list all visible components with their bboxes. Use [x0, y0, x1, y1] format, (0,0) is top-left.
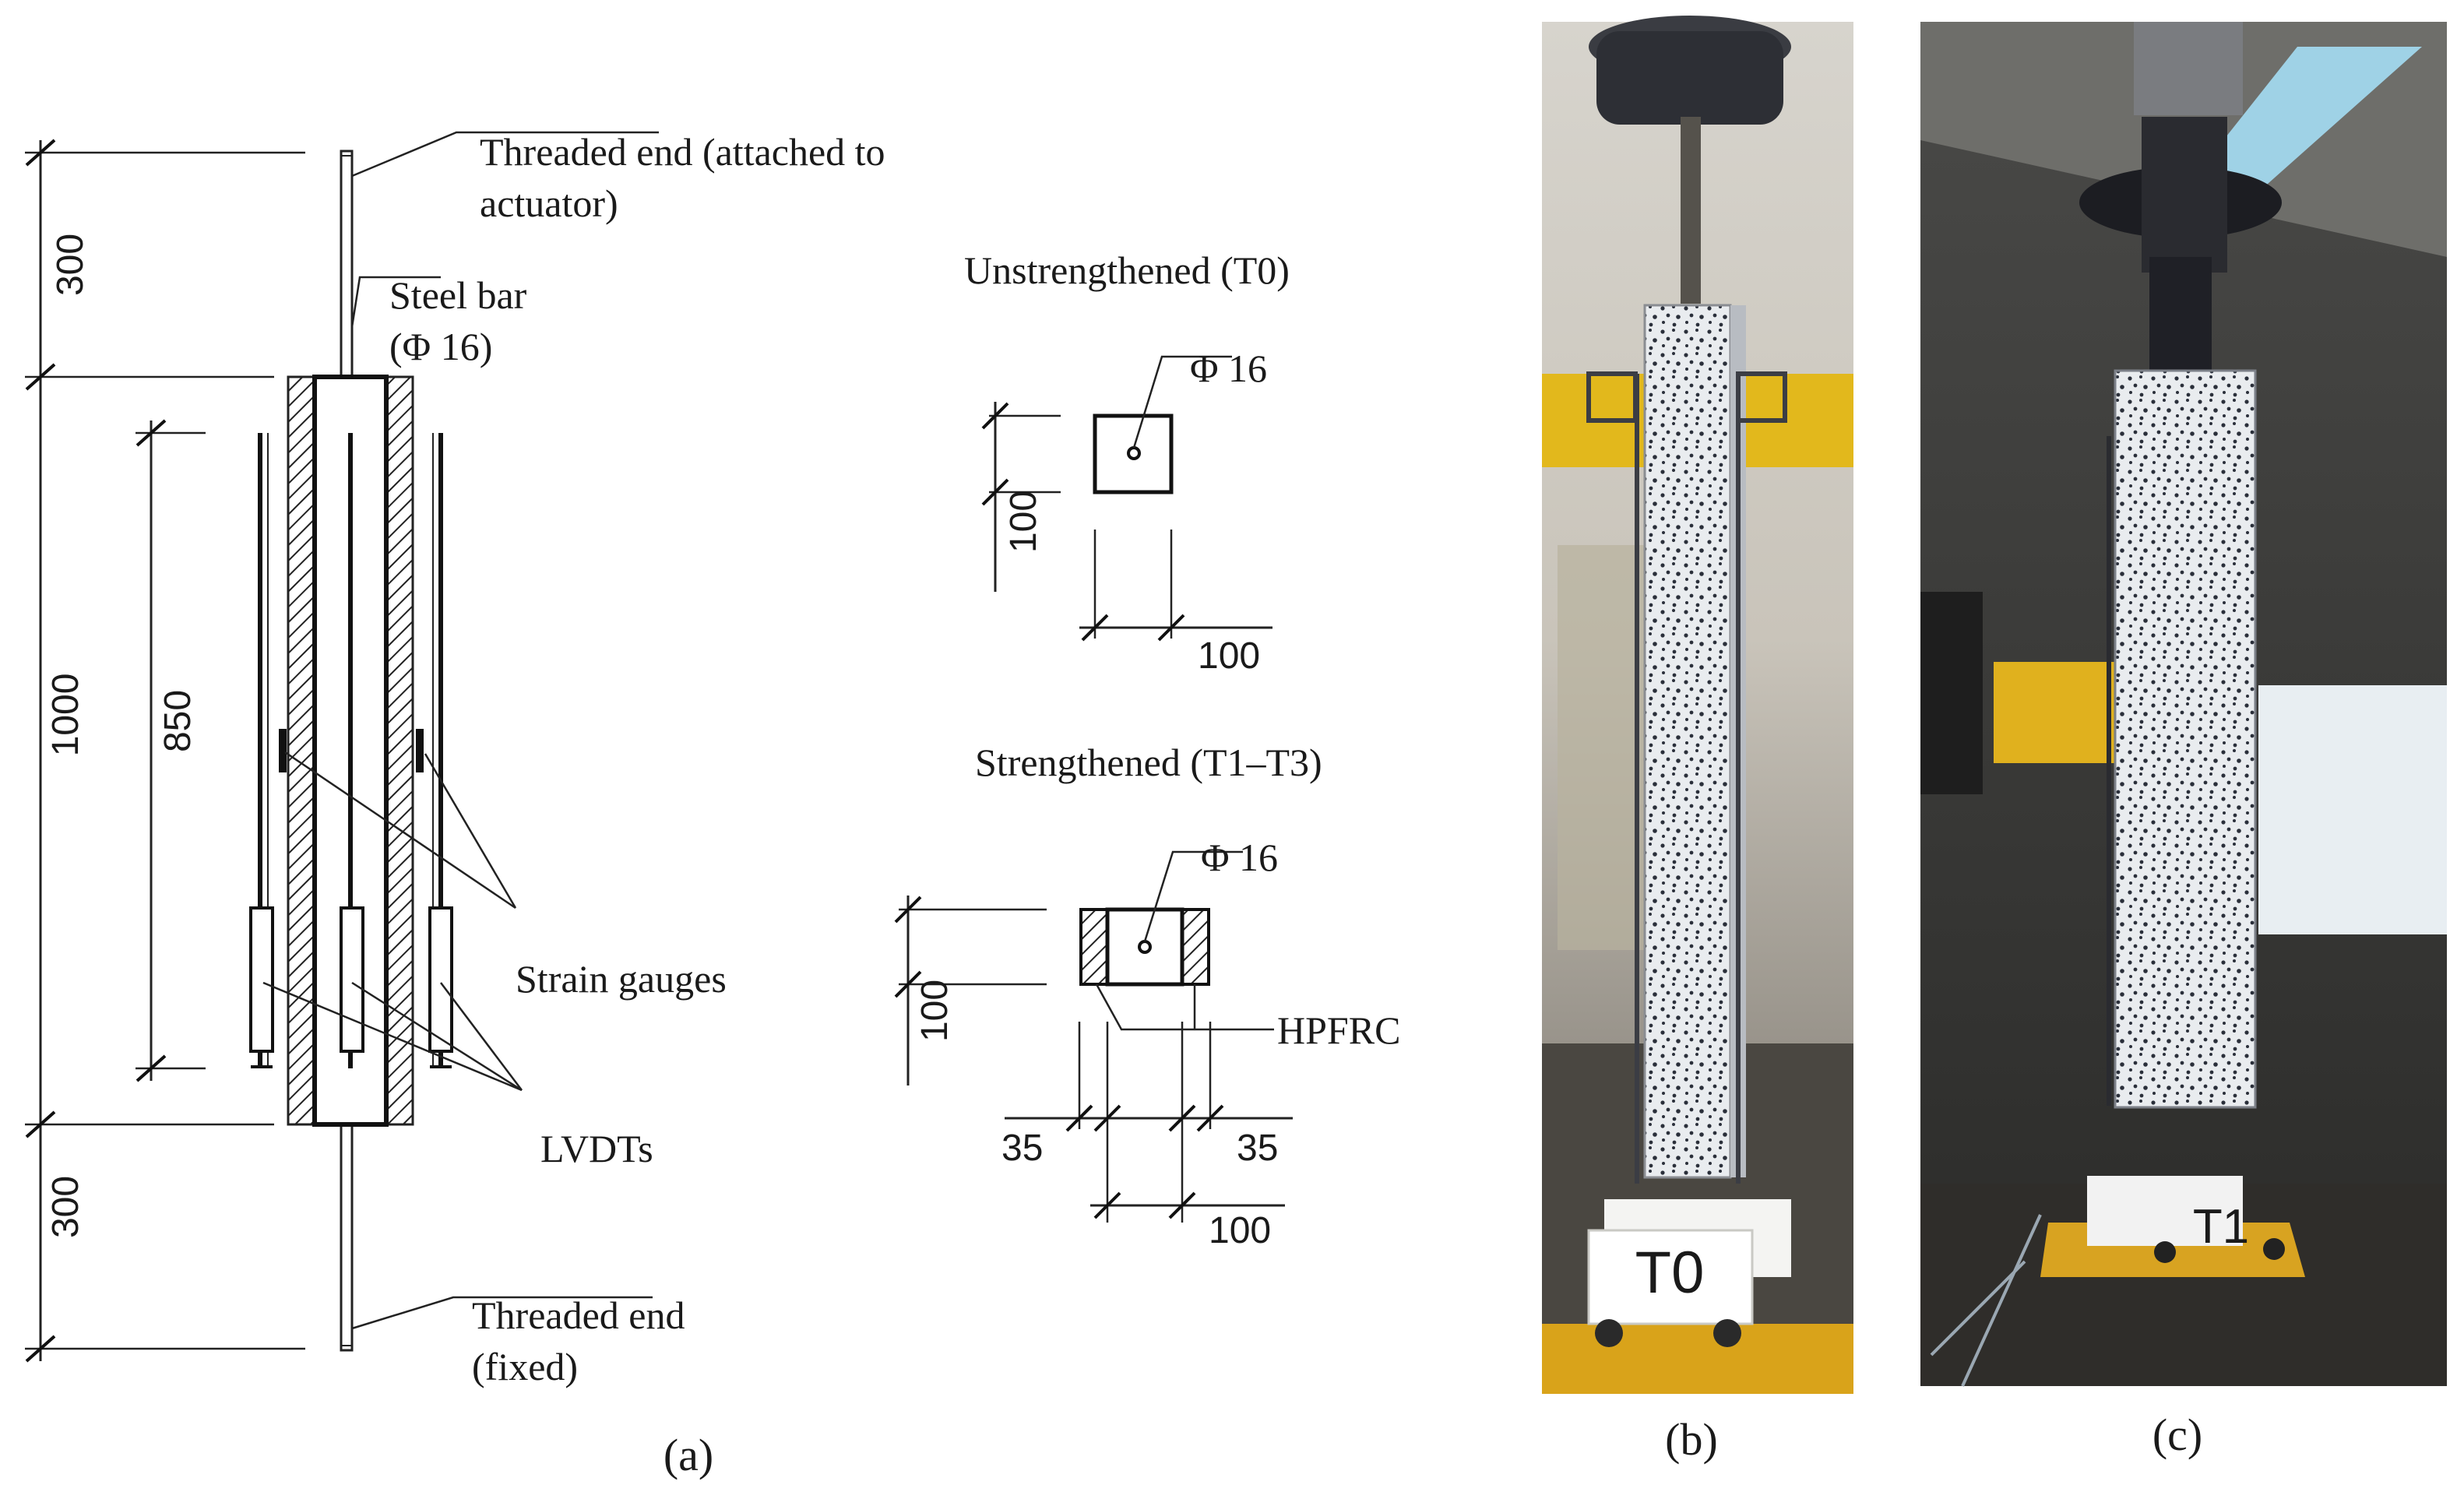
- dimension-lines-left: [25, 139, 305, 1363]
- label-strengthened-bar: Φ 16: [1201, 836, 1278, 879]
- caption-a: (a): [664, 1430, 713, 1480]
- dim-unstrengthened-width: 100: [1198, 635, 1260, 677]
- label-unstrengthened-bar: Φ 16: [1190, 347, 1267, 390]
- lvdt-assembly: [249, 433, 453, 1068]
- panel-a-specimen-drawing: 300 1000 850 300: [25, 130, 1400, 1480]
- dim-strengthened-width: 100: [1209, 1210, 1271, 1251]
- specimen-prism: [287, 375, 414, 1127]
- caption-c: (c): [2152, 1409, 2202, 1460]
- title-strengthened: Strengthened (T1–T3): [975, 741, 1322, 784]
- label-lvdts: LVDTs: [540, 1127, 653, 1170]
- strain-gauge-right: [416, 729, 424, 772]
- label-threaded-end-top: Threaded end (attached to: [480, 130, 885, 174]
- panel-b-photo: [1542, 16, 1853, 1394]
- dim-strengthened-height: 100: [914, 980, 956, 1042]
- dim-bottom-300: 300: [45, 1176, 86, 1238]
- label-threaded-end-bottom: Threaded end: [472, 1293, 685, 1337]
- label-threaded-end-top-2: actuator): [480, 181, 618, 225]
- panel-c-photo: [1920, 22, 2447, 1387]
- caption-b: (b): [1665, 1414, 1718, 1465]
- dim-top-300: 300: [50, 234, 91, 296]
- title-unstrengthened: Unstrengthened (T0): [964, 248, 1290, 292]
- dim-gauge-850: 850: [157, 690, 199, 752]
- dim-strengthened-right-layer: 35: [1237, 1128, 1278, 1169]
- label-hpfrc: HPFRC: [1277, 1008, 1400, 1052]
- photo-sign-t0: T0: [1635, 1240, 1705, 1306]
- dim-unstrengthened-height: 100: [1003, 491, 1044, 553]
- label-steel-bar: Steel bar: [389, 273, 527, 317]
- dim-middle-1000: 1000: [45, 674, 86, 757]
- label-threaded-end-bottom-2: (fixed): [472, 1345, 578, 1388]
- label-strain-gauges: Strain gauges: [516, 957, 727, 1001]
- dim-strengthened-left-layer: 35: [1001, 1128, 1043, 1169]
- strain-gauge-left: [279, 729, 287, 772]
- label-steel-bar-diameter: (Φ 16): [389, 325, 492, 368]
- leader-lines-a: [262, 131, 659, 1330]
- section-strengthened: [894, 850, 1293, 1223]
- photo-sign-t1: T1: [2193, 1200, 2249, 1254]
- section-unstrengthened: [981, 355, 1272, 642]
